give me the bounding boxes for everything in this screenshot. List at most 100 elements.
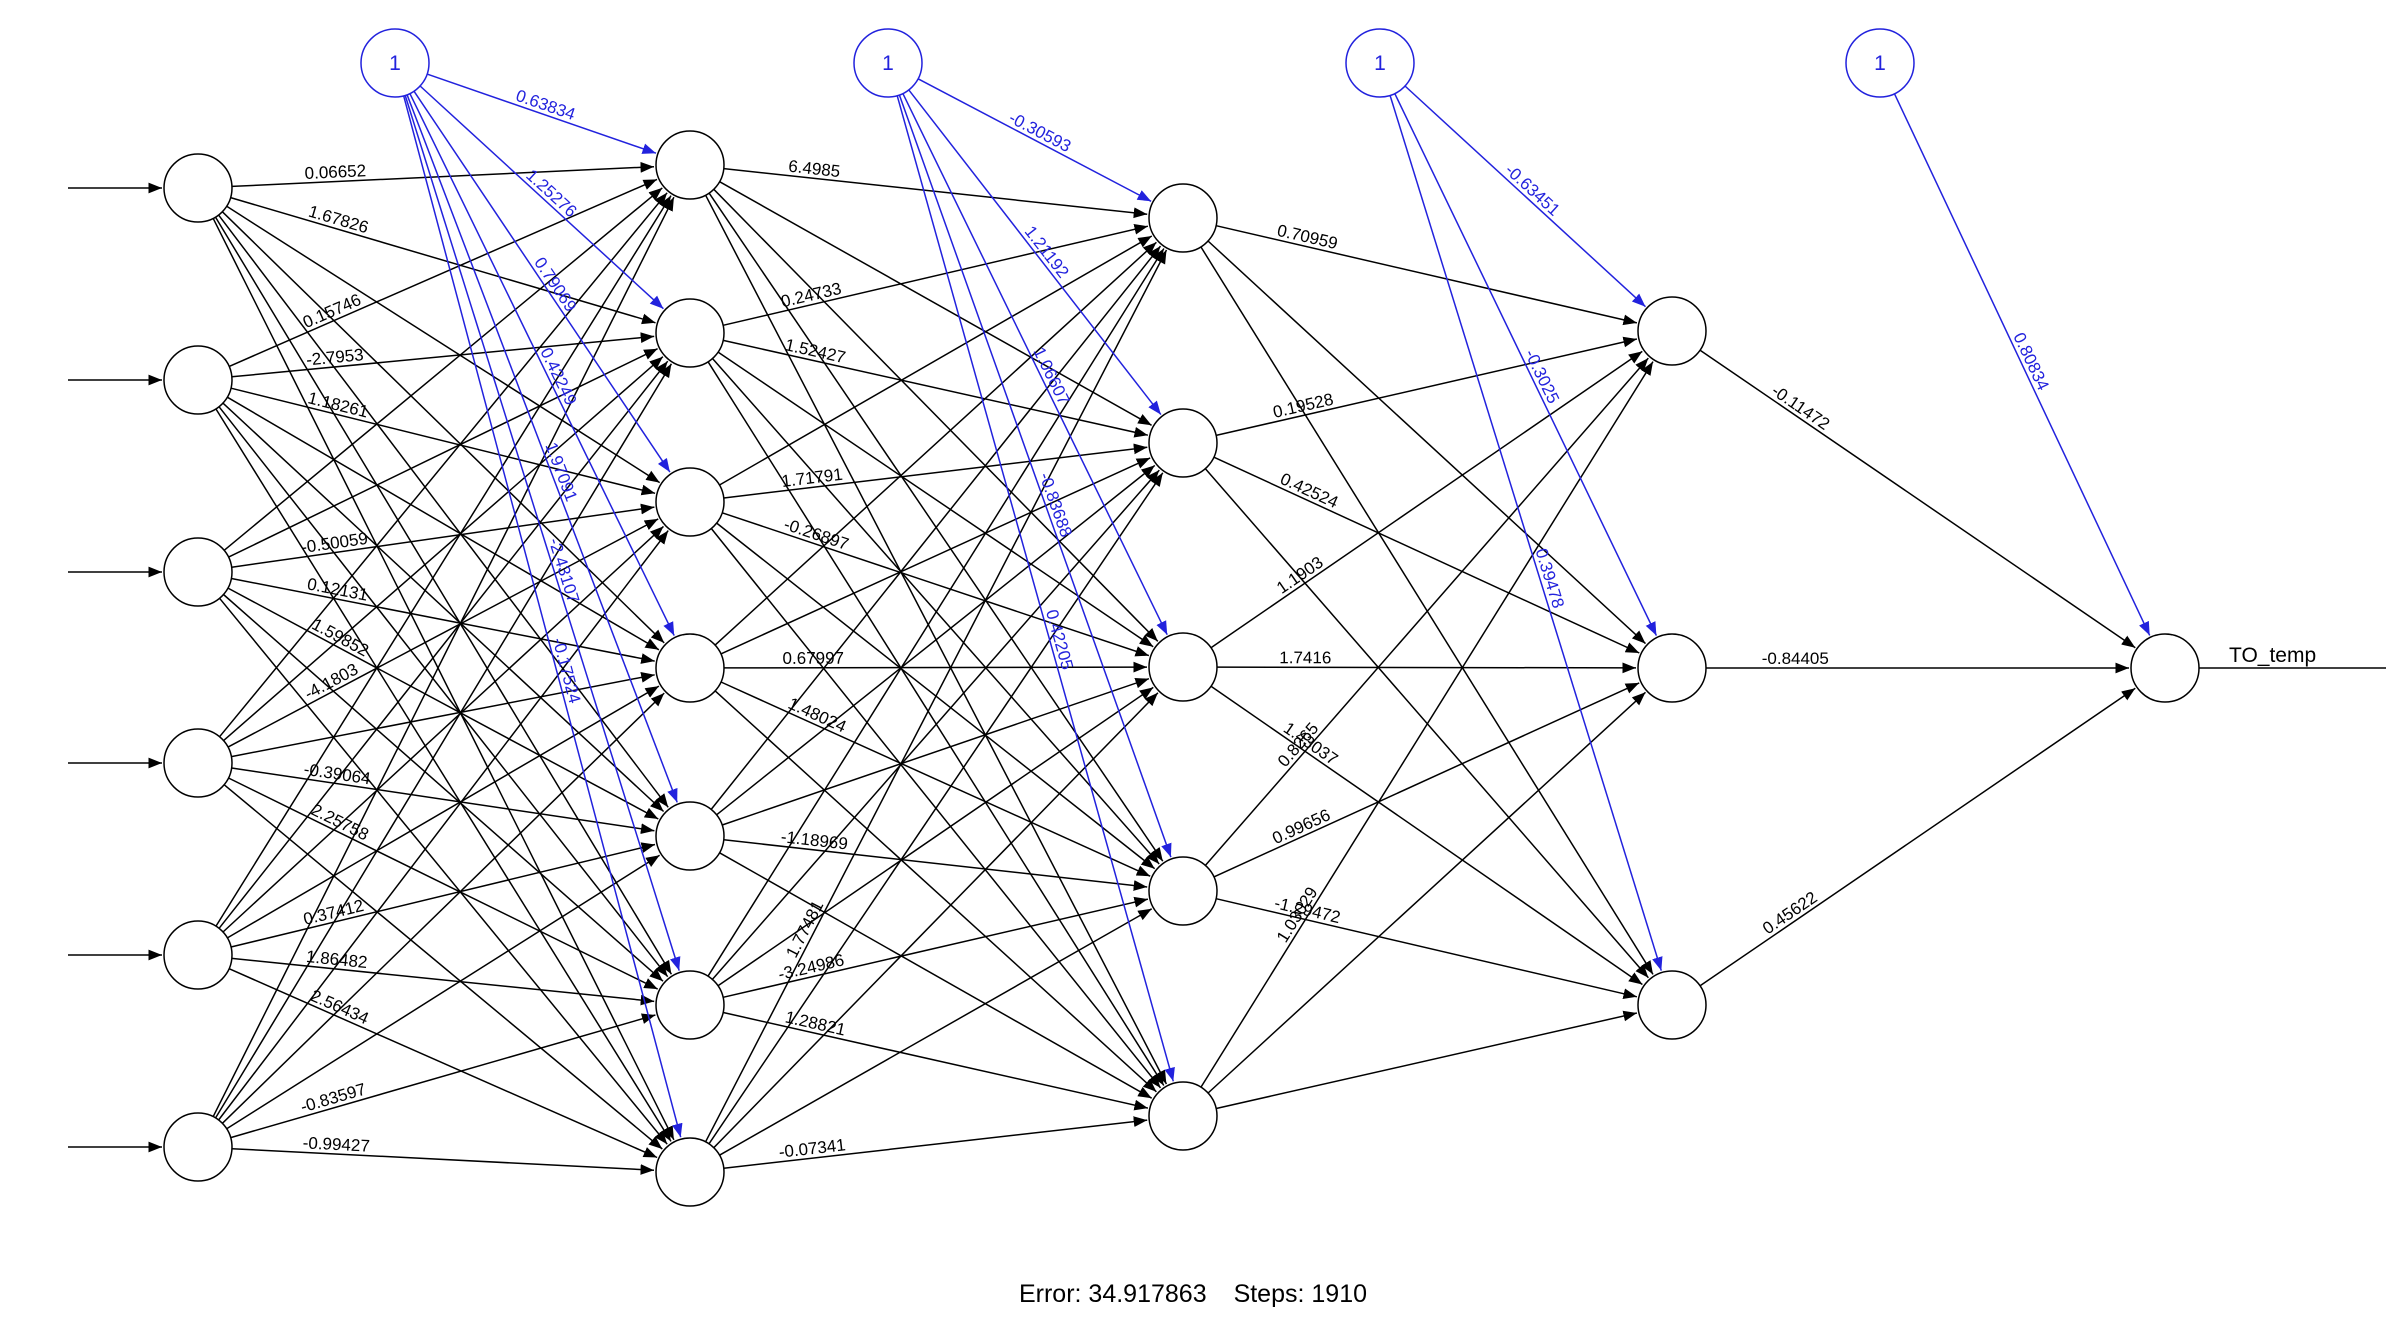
weight-edge — [230, 1013, 656, 1139]
training-summary: Error: 34.917863 Steps: 1910 — [0, 1280, 2386, 1309]
weight-label: 0.99656 — [1269, 805, 1333, 848]
weight-edge — [221, 211, 665, 644]
bias-weight-label: 0.42205 — [1042, 607, 1077, 671]
neuron-node — [1637, 970, 1707, 1040]
weight-label: 1.28821 — [783, 1008, 847, 1040]
weight-edge — [1204, 357, 1649, 866]
bias-edge — [406, 94, 678, 803]
neuron-node — [163, 345, 233, 415]
weight-edge — [231, 161, 655, 188]
weight-edge — [723, 1116, 1148, 1169]
bias-weight-label: -2.43107 — [545, 536, 583, 606]
weight-edge — [723, 339, 1149, 438]
weight-edge — [230, 196, 656, 325]
weight-edge — [230, 842, 656, 948]
weight-edge — [227, 587, 659, 820]
bias-edge — [1893, 93, 2151, 636]
weight-edge — [223, 187, 663, 551]
weight-edge — [723, 1011, 1149, 1111]
weight-label: -0.26897 — [781, 515, 851, 554]
bias-weight-label: -0.3025 — [1521, 346, 1563, 406]
neuron-node — [163, 153, 233, 223]
weight-edge — [721, 677, 1150, 826]
weight-label: 1.86482 — [305, 947, 368, 972]
weight-edge — [722, 896, 1149, 999]
weight-label: 1.7416 — [1279, 648, 1331, 667]
bias-weight-label: 0.39478 — [1532, 546, 1568, 610]
weight-edge — [218, 360, 669, 929]
weight-edge — [218, 406, 669, 978]
weight-label: 0.42524 — [1277, 469, 1341, 512]
weight-label: 2.56434 — [308, 986, 372, 1028]
weight-label: 0.67997 — [783, 649, 844, 668]
neuron-node — [655, 1137, 725, 1207]
bias-node-label: 1 — [389, 52, 401, 75]
weight-edge — [223, 784, 663, 1150]
bias-weight-label: 1.25276 — [522, 166, 580, 222]
weight-edge — [218, 530, 669, 1121]
neuron-node — [2130, 633, 2200, 703]
neuron-node — [655, 467, 725, 537]
bias-weight-label: -0.63451 — [1501, 160, 1563, 219]
weight-edge — [1213, 682, 1640, 878]
weight-edge — [219, 597, 668, 1145]
neuron-node — [1148, 632, 1218, 702]
weight-edge — [223, 593, 664, 982]
bias-edges — [402, 73, 2151, 1138]
weight-label: -0.84405 — [1762, 649, 1829, 668]
neuron-node — [1148, 183, 1218, 253]
bias-edge — [1394, 93, 1658, 636]
weight-edge — [1210, 350, 1643, 649]
bias-edge — [409, 93, 675, 636]
bias-edge — [902, 93, 1168, 636]
weight-edge — [719, 852, 1153, 1099]
weight-label: -2.7953 — [305, 345, 364, 369]
weight-label: 1.71791 — [781, 465, 844, 491]
weight-edge — [723, 839, 1148, 891]
weight-label: -0.83597 — [298, 1080, 368, 1117]
neuron-node — [163, 920, 233, 990]
neuron-node — [163, 537, 233, 607]
weight-edge — [720, 681, 1151, 877]
weight-label: -1.18969 — [780, 827, 849, 853]
bias-weight-label: 0.79069 — [530, 254, 580, 316]
weight-edge — [723, 443, 1148, 499]
weight-label: 0.70959 — [1275, 221, 1339, 253]
weight-edge — [231, 577, 655, 664]
weight-edge — [231, 767, 655, 835]
weight-edge — [719, 908, 1153, 1156]
weight-edge — [719, 235, 1153, 486]
weight-label: 6.4985 — [787, 157, 841, 181]
weight-edge — [720, 457, 1151, 655]
weight-edge — [1699, 349, 2136, 649]
weight-edge — [711, 469, 1160, 980]
weight-edge — [1216, 662, 1637, 674]
weight-edge — [1215, 897, 1638, 999]
weight-edge — [713, 188, 1159, 642]
weight-edge — [1207, 240, 1647, 645]
weight-label: -0.11472 — [1768, 381, 1833, 434]
weight-edge — [1213, 456, 1640, 654]
weight-edge — [228, 348, 658, 558]
neuron-node — [163, 1112, 233, 1182]
weight-edge — [215, 195, 672, 927]
neuron-node — [1637, 633, 1707, 703]
weight-edge — [719, 181, 1152, 426]
weight-edge — [227, 518, 659, 748]
weight-edge — [214, 216, 673, 975]
weight-label: 1.1903 — [1273, 553, 1327, 598]
weight-label: 1.67826 — [306, 202, 370, 238]
bias-node — [1845, 28, 1915, 98]
bias-edge — [896, 95, 1175, 1082]
weight-edge — [717, 351, 1154, 648]
weight-edge — [710, 245, 1162, 810]
weight-edge — [226, 205, 661, 484]
neuron-node — [655, 298, 725, 368]
weight-label: 1.48024 — [785, 694, 849, 737]
weight-edge — [723, 167, 1148, 219]
weight-edge — [214, 363, 673, 1119]
neuron-node — [655, 633, 725, 703]
weight-edge — [1216, 1010, 1638, 1110]
steps-value: Steps: 1910 — [1233, 1280, 1367, 1308]
